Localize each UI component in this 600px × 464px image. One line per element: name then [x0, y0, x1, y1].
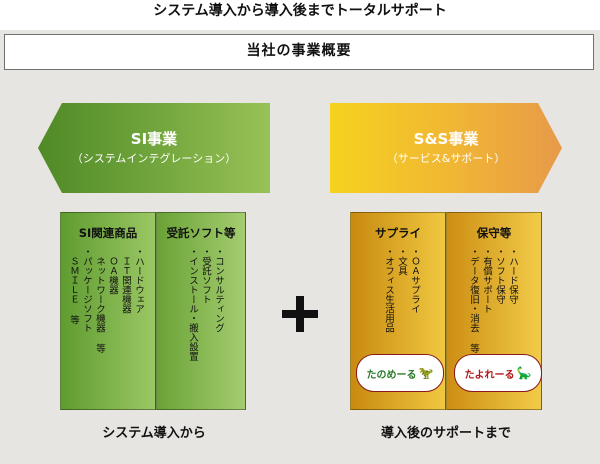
- si-products-column: SI関連商品 ・ハードウェア ＩＴ関連機器 ＯＡ機器 ネットワーク機器 等 ・パ…: [60, 212, 156, 410]
- list-item: ・文具: [396, 247, 407, 276]
- tanome-logo-text: たのめーる: [366, 369, 417, 381]
- column-heading: サプライ: [375, 226, 421, 240]
- column-item-list: ・コンサルティング ・受託ソフト ・インストール・搬入設置: [186, 247, 225, 361]
- list-item: ・ＯＡサプライ: [409, 247, 420, 314]
- plus-icon: [282, 296, 318, 332]
- list-item: ・ソフト保守: [494, 247, 505, 304]
- contract-software-column: 受託ソフト等 ・コンサルティング ・受託ソフト ・インストール・搬入設置: [156, 212, 246, 410]
- caption-left: システム導入から: [102, 426, 206, 441]
- ss-arrow-subtitle: （サービス&サポート）: [386, 152, 506, 165]
- si-arrow-title: SI事業: [130, 130, 178, 148]
- caption-right: 導入後のサポートまで: [380, 426, 511, 441]
- column-heading: 受託ソフト等: [166, 226, 236, 240]
- overview-box: 当社の事業概要: [4, 34, 594, 70]
- overview-label: 当社の事業概要: [246, 43, 352, 59]
- list-item: ・有償サポート: [481, 247, 492, 314]
- list-item: ・データ復旧・消去 等: [468, 247, 479, 353]
- list-item: ・インストール・搬入設置: [187, 247, 198, 361]
- ss-arrow-title: S&S事業: [413, 130, 479, 148]
- tayore-logo-text: たよれーる: [464, 369, 515, 381]
- list-item: ・コンサルティング: [213, 247, 224, 333]
- si-business-arrow: SI事業 （システムインテグレーション）: [38, 103, 270, 193]
- column-item-list: ・ハード保守 ・ソフト保守 ・有償サポート ・データ復旧・消去 等: [467, 247, 519, 353]
- list-item: ・ハードウェア: [133, 247, 144, 314]
- list-item: ＳＭＩＬＥ 等: [68, 247, 79, 325]
- page-title: システム導入から導入後までトータルサポート: [153, 3, 447, 19]
- ss-business-arrow: S&S事業 （サービス&サポート）: [330, 103, 562, 193]
- list-item: ・ハード保守: [507, 247, 518, 304]
- tanome-logo: たのめーる 🦖: [356, 354, 444, 392]
- list-item: ・受託ソフト: [200, 247, 211, 304]
- list-item: ＯＡ機器: [107, 247, 118, 295]
- dinosaur-icon: 🦕: [516, 366, 532, 380]
- column-item-list: ・ＯＡサプライ ・文具 ・オフィス生活用品: [382, 247, 421, 333]
- list-item: ネットワーク機器 等: [94, 247, 105, 354]
- column-heading: 保守等: [476, 226, 512, 240]
- si-arrow-subtitle: （システムインテグレーション）: [71, 152, 237, 165]
- list-item: ＩＴ関連機器: [120, 247, 131, 314]
- tayore-logo: たよれーる 🦕: [454, 354, 542, 392]
- dinosaur-icon: 🦖: [418, 366, 434, 380]
- column-item-list: ・ハードウェア ＩＴ関連機器 ＯＡ機器 ネットワーク機器 等 ・パッケージソフト…: [67, 247, 145, 353]
- list-item: ・パッケージソフト: [81, 247, 92, 333]
- column-heading: SI関連商品: [78, 226, 138, 240]
- list-item: ・オフィス生活用品: [383, 247, 394, 333]
